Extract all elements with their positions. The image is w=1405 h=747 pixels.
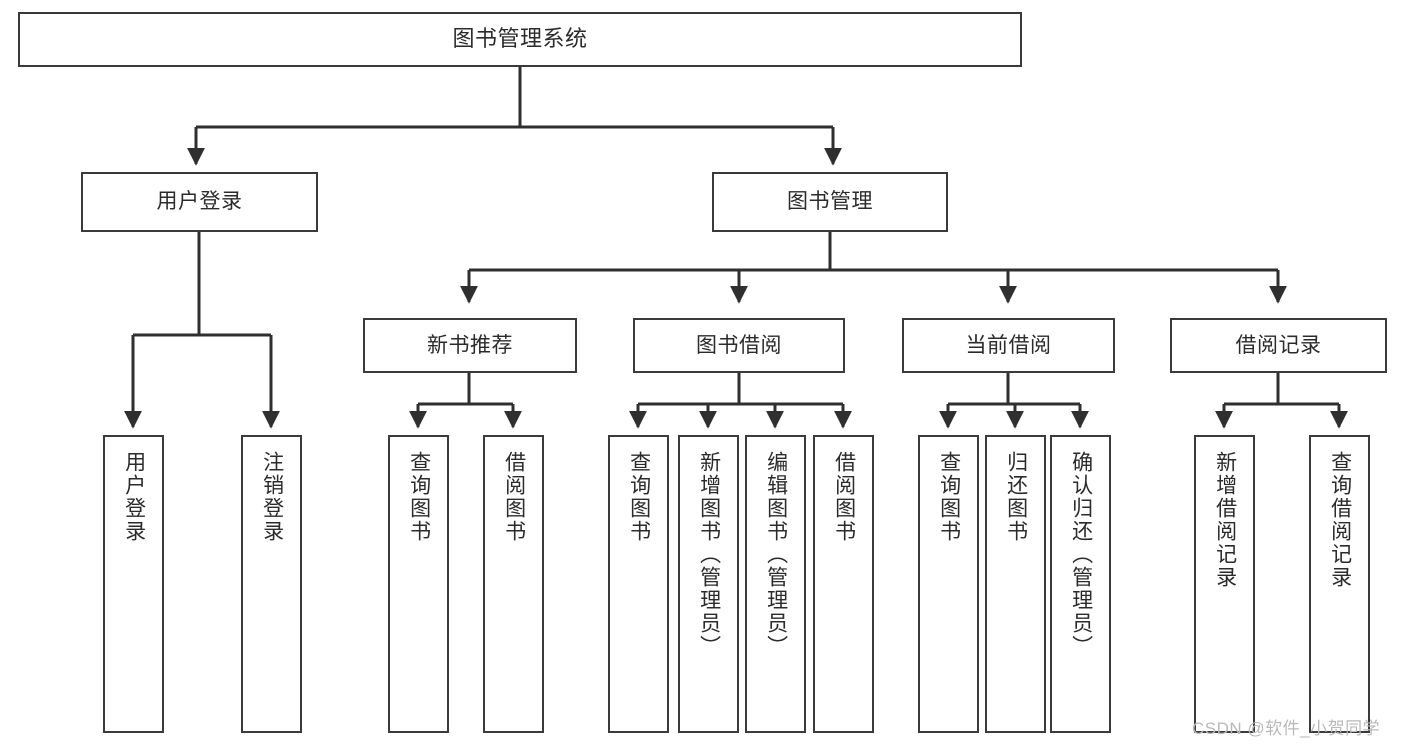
node-current-borrow[interactable]: 当前借阅 (902, 318, 1115, 373)
node-label: 图书管理系统 (452, 26, 588, 52)
leaf-borrow-edit-book[interactable]: 编辑图书（管理员） (745, 435, 806, 733)
node-book-management[interactable]: 图书管理 (712, 172, 948, 232)
node-label: 查询图书 (937, 451, 961, 543)
node-label: 新增图书（管理员） (697, 451, 721, 658)
node-label: 归还图书 (1004, 451, 1028, 543)
leaf-recommend-borrow-book[interactable]: 借阅图书 (483, 435, 544, 733)
node-label: 注销登录 (260, 451, 284, 543)
node-label: 图书管理 (787, 190, 873, 214)
node-label: 图书借阅 (696, 333, 782, 357)
leaf-borrow-borrow-book[interactable]: 借阅图书 (813, 435, 874, 733)
node-label: 借阅记录 (1235, 333, 1322, 357)
leaf-record-add[interactable]: 新增借阅记录 (1194, 435, 1255, 733)
node-label: 借阅图书 (502, 451, 526, 543)
csdn-watermark: CSDN @软件_小贺同学 (1192, 719, 1381, 738)
node-label: 借阅图书 (832, 451, 856, 543)
node-label: 当前借阅 (965, 333, 1052, 357)
node-label: 确认归还（管理员） (1069, 451, 1093, 658)
node-label: 新增借阅记录 (1213, 451, 1237, 589)
node-label: 查询图书 (627, 451, 651, 543)
leaf-record-query[interactable]: 查询借阅记录 (1309, 435, 1370, 733)
leaf-borrow-add-book[interactable]: 新增图书（管理员） (678, 435, 739, 733)
node-root-system[interactable]: 图书管理系统 (18, 12, 1022, 67)
node-label: 用户登录 (156, 190, 243, 214)
node-label: 新书推荐 (427, 333, 513, 357)
node-user-login[interactable]: 用户登录 (81, 172, 318, 232)
node-label: 编辑图书（管理员） (764, 451, 788, 658)
leaf-current-return-book[interactable]: 归还图书 (985, 435, 1046, 733)
node-new-book-recommend[interactable]: 新书推荐 (363, 318, 577, 373)
node-book-borrow[interactable]: 图书借阅 (633, 318, 845, 373)
node-label: 查询借阅记录 (1328, 451, 1352, 589)
leaf-user-logout[interactable]: 注销登录 (241, 435, 302, 733)
node-label: 用户登录 (122, 451, 146, 543)
node-borrow-record[interactable]: 借阅记录 (1170, 318, 1387, 373)
leaf-user-login[interactable]: 用户登录 (103, 435, 164, 733)
node-label: 查询图书 (407, 451, 431, 543)
leaf-borrow-query-book[interactable]: 查询图书 (608, 435, 669, 733)
leaf-current-query-book[interactable]: 查询图书 (918, 435, 979, 733)
leaf-recommend-query-book[interactable]: 查询图书 (388, 435, 449, 733)
leaf-current-confirm-return[interactable]: 确认归还（管理员） (1050, 435, 1111, 733)
